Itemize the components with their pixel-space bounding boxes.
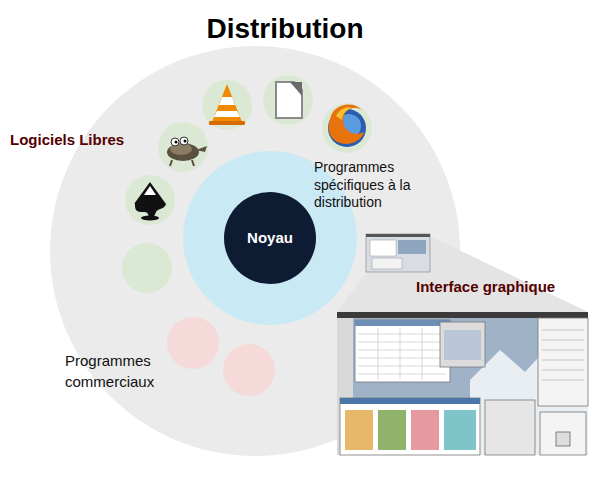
commercial-circle (223, 344, 275, 396)
software-circle (158, 122, 208, 172)
firefox-icon (328, 105, 366, 147)
gimp-icon (167, 137, 207, 166)
node-text: Noyau (247, 229, 293, 248)
software-circle (122, 243, 172, 293)
screenshot-large (337, 312, 588, 455)
software-circle (125, 175, 175, 225)
software-circle (322, 103, 372, 153)
circle-fill (224, 192, 316, 284)
category-label: Interface graphique (416, 276, 592, 297)
diagram-title: Distribution (0, 12, 570, 46)
commercial-circle (167, 317, 219, 369)
software-circle (263, 75, 313, 125)
kernel-circle: Noyau (224, 192, 316, 284)
distribution-programs-ring: Programmes spécifiques à la distribution… (183, 151, 357, 325)
software-circle (202, 80, 252, 130)
vlc-icon (209, 84, 245, 125)
inkscape-icon (134, 182, 166, 221)
node-text: Programmes spécifiques à la distribution (314, 159, 434, 212)
screenshot-thumbnail (366, 234, 430, 272)
category-label: Programmes commerciaux (65, 350, 175, 392)
category-label: Logiciels Libres (10, 129, 170, 150)
libreoffice-icon (276, 82, 302, 118)
zoom-wedge (337, 236, 588, 312)
